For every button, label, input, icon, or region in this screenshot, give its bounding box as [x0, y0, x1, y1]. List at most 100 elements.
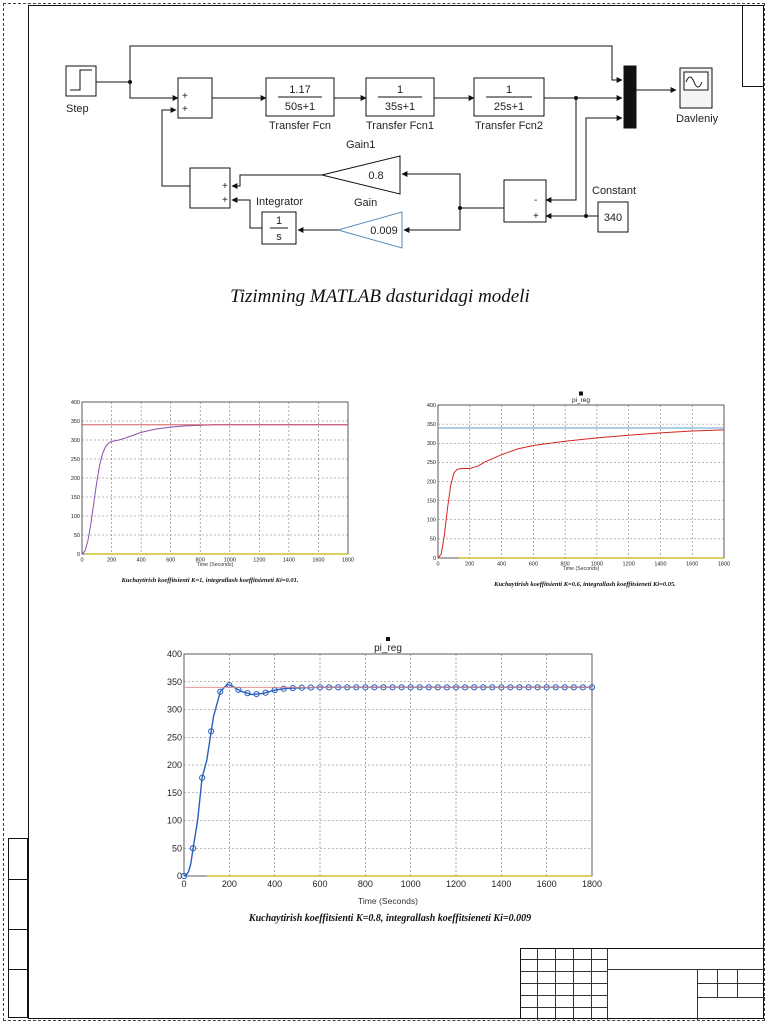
y-tick-label: 300 — [167, 705, 182, 715]
pi-sum-block[interactable] — [189, 167, 231, 209]
chart-marker-icon — [386, 637, 390, 641]
x-tick-label: 0 — [181, 879, 186, 889]
x-tick-label: 400 — [137, 558, 146, 564]
integrator-label: Integrator — [256, 196, 303, 208]
tf1-label: Transfer Fcn — [269, 120, 331, 132]
tf3-numerator: 1 — [506, 84, 512, 96]
x-tick-label: 1800 — [342, 558, 354, 564]
tf1-numerator: 1.17 — [289, 84, 310, 96]
chart-marker-icon — [579, 391, 583, 396]
x-axis-label: Time (Seconds) — [197, 562, 234, 568]
y-tick-label: 150 — [427, 498, 436, 504]
step-block[interactable] — [65, 65, 97, 97]
x-tick-label: 1600 — [537, 879, 557, 889]
y-tick-label: 350 — [71, 419, 80, 425]
sum2-plus-top: + — [222, 181, 228, 192]
data-point-marker — [244, 690, 251, 697]
chart-title: pi_reg — [374, 643, 402, 654]
data-point-marker — [262, 689, 269, 696]
y-tick-label: 250 — [71, 457, 80, 463]
y-tick-label: 400 — [427, 403, 436, 409]
plot-area — [437, 404, 725, 559]
x-tick-label: 400 — [267, 879, 282, 889]
tf2-denominator: 35s+1 — [385, 101, 415, 113]
left-side-stamp — [8, 838, 28, 1018]
error-sum-minus: - — [534, 195, 537, 206]
x-tick-label: 1800 — [582, 879, 602, 889]
x-tick-label: 1000 — [401, 879, 421, 889]
tf3-denominator: 25s+1 — [494, 101, 524, 113]
constant-label: Constant — [592, 185, 636, 197]
y-tick-label: 200 — [167, 760, 182, 770]
y-tick-label: 250 — [427, 460, 436, 466]
y-tick-label: 100 — [167, 816, 182, 826]
tf3-label: Transfer Fcn2 — [475, 120, 543, 132]
sum-block-1[interactable] — [177, 77, 213, 119]
data-point-marker — [280, 685, 287, 692]
chart1-caption: Kuchaytirish koeffitsienti K=1, integral… — [121, 577, 299, 584]
y-tick-label: 0 — [433, 556, 436, 562]
sum1-plus-top: + — [182, 91, 188, 102]
data-point-marker — [189, 845, 197, 852]
x-axis-label: Time (Seconds) — [358, 896, 418, 906]
x-tick-label: 0 — [80, 558, 83, 564]
integrator-numerator: 1 — [276, 215, 282, 227]
y-tick-label: 0 — [177, 871, 182, 881]
y-tick-label: 150 — [71, 495, 80, 501]
x-tick-label: 600 — [312, 879, 327, 889]
y-tick-label: 50 — [172, 843, 182, 853]
data-point-marker — [180, 872, 188, 880]
scope-wave-icon — [685, 76, 703, 88]
mux-block[interactable] — [623, 65, 637, 129]
x-tick-label: 800 — [196, 558, 205, 564]
title-block — [520, 948, 765, 1020]
data-point-marker — [199, 774, 206, 781]
top-right-tab — [742, 5, 764, 87]
error-sum-plus: + — [533, 211, 539, 222]
tf1-denominator: 50s+1 — [285, 101, 315, 113]
y-tick-label: 350 — [167, 677, 182, 687]
data-point-marker — [289, 684, 296, 692]
outer-dashed-border — [3, 3, 765, 1021]
x-tick-label: 1600 — [686, 562, 698, 568]
x-tick-label: 600 — [166, 558, 175, 564]
side-stamp-cell — [9, 969, 27, 970]
y-tick-label: 50 — [74, 533, 80, 539]
gain2-value: 0.009 — [370, 225, 398, 237]
scope-label: Davleniy — [676, 113, 719, 125]
gain2-block[interactable] — [336, 211, 403, 249]
response-curve — [437, 429, 725, 559]
y-tick-label: 100 — [427, 518, 436, 524]
x-axis-label: Time (Seconds) — [563, 566, 600, 572]
simulink-model-diagram: Step + + 1.17 50s+1 Transfer Fcn 1 35s+1… — [65, 45, 719, 249]
tf2-numerator: 1 — [397, 84, 403, 96]
x-tick-label: 800 — [561, 562, 570, 568]
y-tick-label: 200 — [71, 476, 80, 482]
y-tick-label: 400 — [71, 400, 80, 406]
data-point-marker — [208, 728, 215, 735]
constant-block[interactable] — [597, 201, 629, 233]
x-tick-label: 1400 — [283, 558, 295, 564]
sum2-plus-bottom: + — [222, 195, 228, 206]
tf2-label: Transfer Fcn1 — [366, 120, 434, 132]
chart-title: pi_reg — [572, 397, 590, 404]
y-tick-label: 50 — [430, 537, 436, 543]
gain-value: 0.8 — [368, 170, 383, 182]
y-tick-label: 200 — [427, 479, 436, 485]
sum1-plus-bottom: + — [182, 104, 188, 115]
y-tick-label: 250 — [167, 732, 182, 742]
frame-border — [28, 5, 764, 1019]
x-tick-label: 1200 — [623, 562, 635, 568]
error-sum-block[interactable] — [503, 179, 547, 223]
y-tick-label: 300 — [71, 438, 80, 444]
x-tick-label: 0 — [436, 562, 439, 568]
x-tick-label: 200 — [465, 562, 474, 568]
x-tick-label: 400 — [497, 562, 506, 568]
gain-block[interactable] — [321, 155, 401, 195]
chart3-caption: Kuchaytirish koeffitsienti K=0.8, integr… — [248, 913, 532, 924]
data-point-marker — [217, 688, 224, 695]
x-tick-label: 1200 — [446, 879, 466, 889]
model-caption: Tizimning MATLAB dasturidagi modeli — [230, 286, 530, 307]
